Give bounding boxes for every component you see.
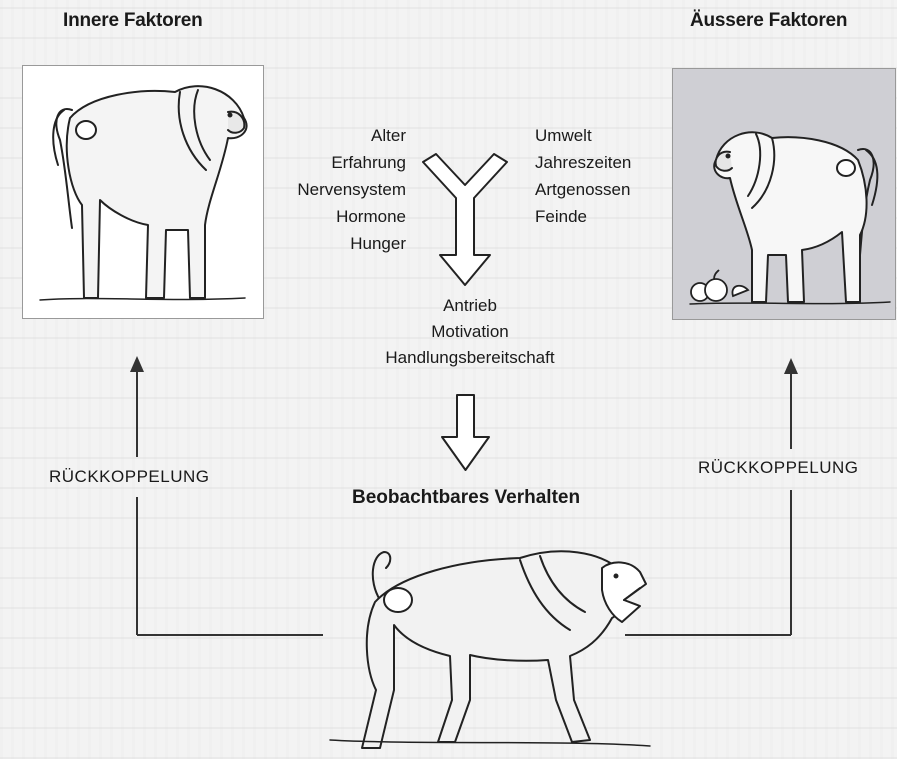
down-arrow-icon — [442, 395, 489, 470]
feedback-arrow-left — [137, 372, 323, 635]
baboon-sitting-left-icon — [40, 86, 247, 300]
baboon-yawning-walking-icon — [330, 551, 650, 748]
feedback-arrow-right — [625, 374, 791, 635]
up-arrow-icon — [784, 358, 798, 374]
up-arrow-icon — [130, 356, 144, 372]
baboon-sitting-right-icon — [690, 132, 890, 304]
fruit-icon — [691, 270, 748, 301]
y-merge-arrow-icon — [423, 154, 507, 285]
